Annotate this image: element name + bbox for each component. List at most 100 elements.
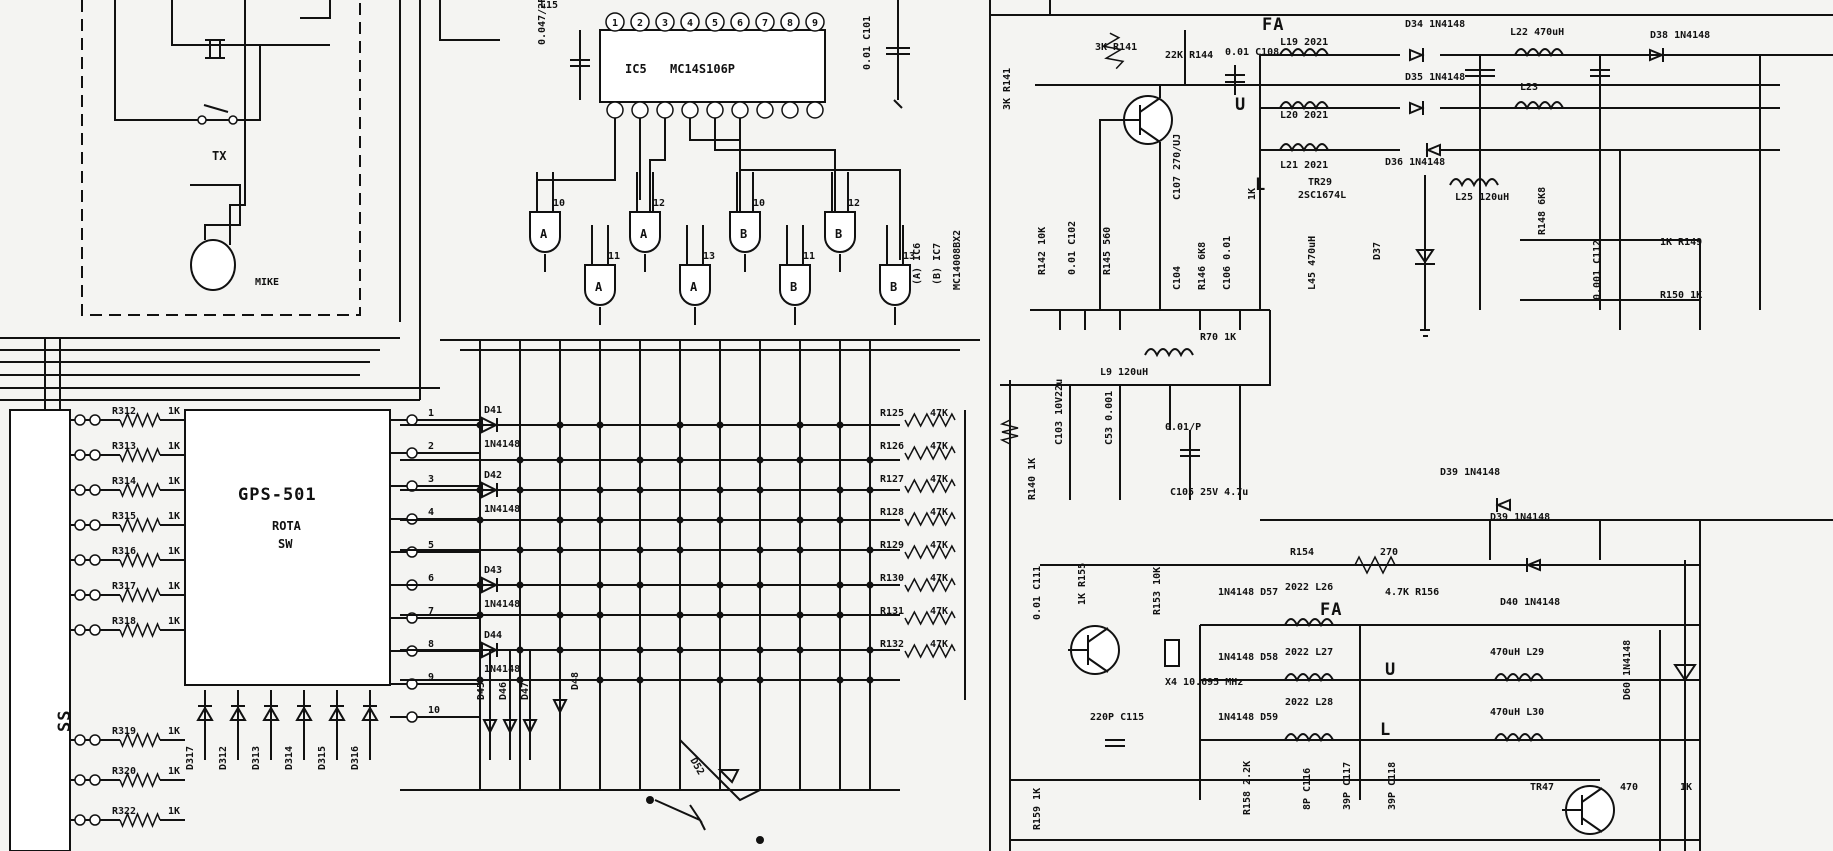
diode-name: D314 bbox=[284, 746, 295, 770]
resistor-name: R322 bbox=[112, 806, 136, 817]
matrix-junction bbox=[636, 486, 644, 494]
matrix-junction bbox=[516, 546, 524, 554]
r142-label: R142 10K bbox=[1037, 227, 1048, 275]
resistor-symbol bbox=[904, 544, 956, 560]
resistor-symbol bbox=[119, 772, 161, 788]
diode-symbol bbox=[196, 690, 214, 760]
resistor-name: R316 bbox=[112, 546, 136, 557]
matrix-junction bbox=[716, 581, 724, 589]
matrix-junction bbox=[716, 611, 724, 619]
matrix-junction bbox=[636, 676, 644, 684]
resistor-symbol bbox=[904, 445, 956, 461]
terminal bbox=[74, 519, 86, 531]
gate-ic-label-a: (A) IC6 bbox=[912, 243, 923, 285]
r143-label: 1K bbox=[1247, 188, 1258, 200]
c103-label: C103 10V22u bbox=[1054, 379, 1065, 445]
r150-label: R150 1K bbox=[1660, 290, 1702, 301]
d34-label: D34 1N4148 bbox=[1405, 19, 1465, 30]
gate-pin: 10 bbox=[553, 198, 565, 209]
mic-capsule bbox=[190, 239, 236, 291]
r162-label: 1K bbox=[1680, 782, 1692, 793]
l21-label: L21 2021 bbox=[1280, 160, 1328, 171]
matrix-junction bbox=[836, 486, 844, 494]
mic-enclosure: TX MIKE bbox=[81, 0, 500, 400]
ic5-pin-number: 5 bbox=[712, 18, 718, 29]
d39-part: D39 1N4148 bbox=[1490, 512, 1550, 523]
l15-label: L15 bbox=[540, 0, 558, 11]
resistor-value: 1K bbox=[168, 726, 180, 737]
c53-label: C53 0.001 bbox=[1104, 391, 1115, 445]
matrix-junction bbox=[796, 546, 804, 554]
l27-label: 2022 L27 bbox=[1285, 647, 1333, 658]
d45-label: D45 bbox=[476, 682, 487, 700]
l29-label: 470uH L29 bbox=[1490, 647, 1544, 658]
switch-pin-number: 1 bbox=[428, 408, 434, 419]
tr-osc bbox=[1068, 625, 1120, 675]
nand-gate bbox=[679, 264, 711, 306]
resistor-value: 1K bbox=[168, 546, 180, 557]
diode-name: D316 bbox=[350, 746, 361, 770]
gate-input bbox=[686, 225, 704, 265]
gps501-switch bbox=[184, 409, 391, 686]
terminal bbox=[89, 589, 101, 601]
display-block bbox=[9, 409, 71, 851]
matrix-junction bbox=[866, 546, 874, 554]
matrix-junction bbox=[556, 421, 564, 429]
resistor-value: 47K bbox=[930, 441, 948, 452]
matrix-junction bbox=[596, 611, 604, 619]
c111-label: 0.01 C111 bbox=[1032, 566, 1043, 620]
terminal bbox=[74, 814, 86, 826]
matrix-junction bbox=[866, 581, 874, 589]
resistor-value: 1K bbox=[168, 581, 180, 592]
matrix-junction bbox=[476, 676, 484, 684]
terminal bbox=[89, 519, 101, 531]
resistor-symbol bbox=[904, 478, 956, 494]
diode-part: 1N4148 bbox=[484, 664, 520, 675]
c104-label: C104 bbox=[1172, 266, 1183, 290]
r155-label: 1K R155 bbox=[1077, 563, 1088, 605]
resistor-value: 47K bbox=[930, 606, 948, 617]
gate-type: B bbox=[835, 227, 842, 241]
matrix-junction bbox=[716, 486, 724, 494]
matrix-bottom-diodes: D45 D46 D47 D48 D52 bbox=[476, 650, 764, 844]
matrix-junction bbox=[516, 581, 524, 589]
gate-input bbox=[786, 225, 804, 265]
ic5-pin-number: 2 bbox=[637, 18, 643, 29]
d52-label: D52 bbox=[687, 756, 706, 777]
r161-label: 470 bbox=[1620, 782, 1638, 793]
resistor-value: 47K bbox=[930, 540, 948, 551]
ic5-pin bbox=[705, 12, 725, 32]
l45-label: L45 470uH bbox=[1307, 236, 1318, 290]
resistor-value: 1K bbox=[168, 766, 180, 777]
resistor-value: 47K bbox=[930, 474, 948, 485]
resistor-value: 1K bbox=[168, 806, 180, 817]
resistor-name: R314 bbox=[112, 476, 136, 487]
resistor-symbol bbox=[904, 412, 956, 428]
ic5-pin bbox=[680, 12, 700, 32]
matrix-junction bbox=[556, 546, 564, 554]
d40-label: D40 1N4148 bbox=[1500, 597, 1560, 608]
diode-matrix bbox=[400, 339, 980, 791]
matrix-junction bbox=[676, 611, 684, 619]
r141b-label: 3K R141 bbox=[1002, 68, 1013, 110]
mic-label: MIKE bbox=[255, 277, 279, 288]
gate-input bbox=[591, 225, 609, 265]
resistor-value: 1K bbox=[168, 616, 180, 627]
c117-label: 39P C117 bbox=[1342, 762, 1353, 810]
nand-gate bbox=[729, 211, 761, 253]
d36-label: D36 1N4148 bbox=[1385, 157, 1445, 168]
resistor-name: R317 bbox=[112, 581, 136, 592]
matrix-junction bbox=[676, 646, 684, 654]
gate-ic-label-c: MC14008BX2 bbox=[952, 230, 963, 290]
matrix-junction bbox=[556, 456, 564, 464]
d35-label: D35 1N4148 bbox=[1405, 72, 1465, 83]
matrix-junction bbox=[716, 421, 724, 429]
diode-symbol bbox=[328, 690, 346, 760]
resistor-value: 1K bbox=[168, 511, 180, 522]
ic5-pin bbox=[630, 12, 650, 32]
resistor-name: R315 bbox=[112, 511, 136, 522]
l23-label: L23 bbox=[1520, 82, 1538, 93]
